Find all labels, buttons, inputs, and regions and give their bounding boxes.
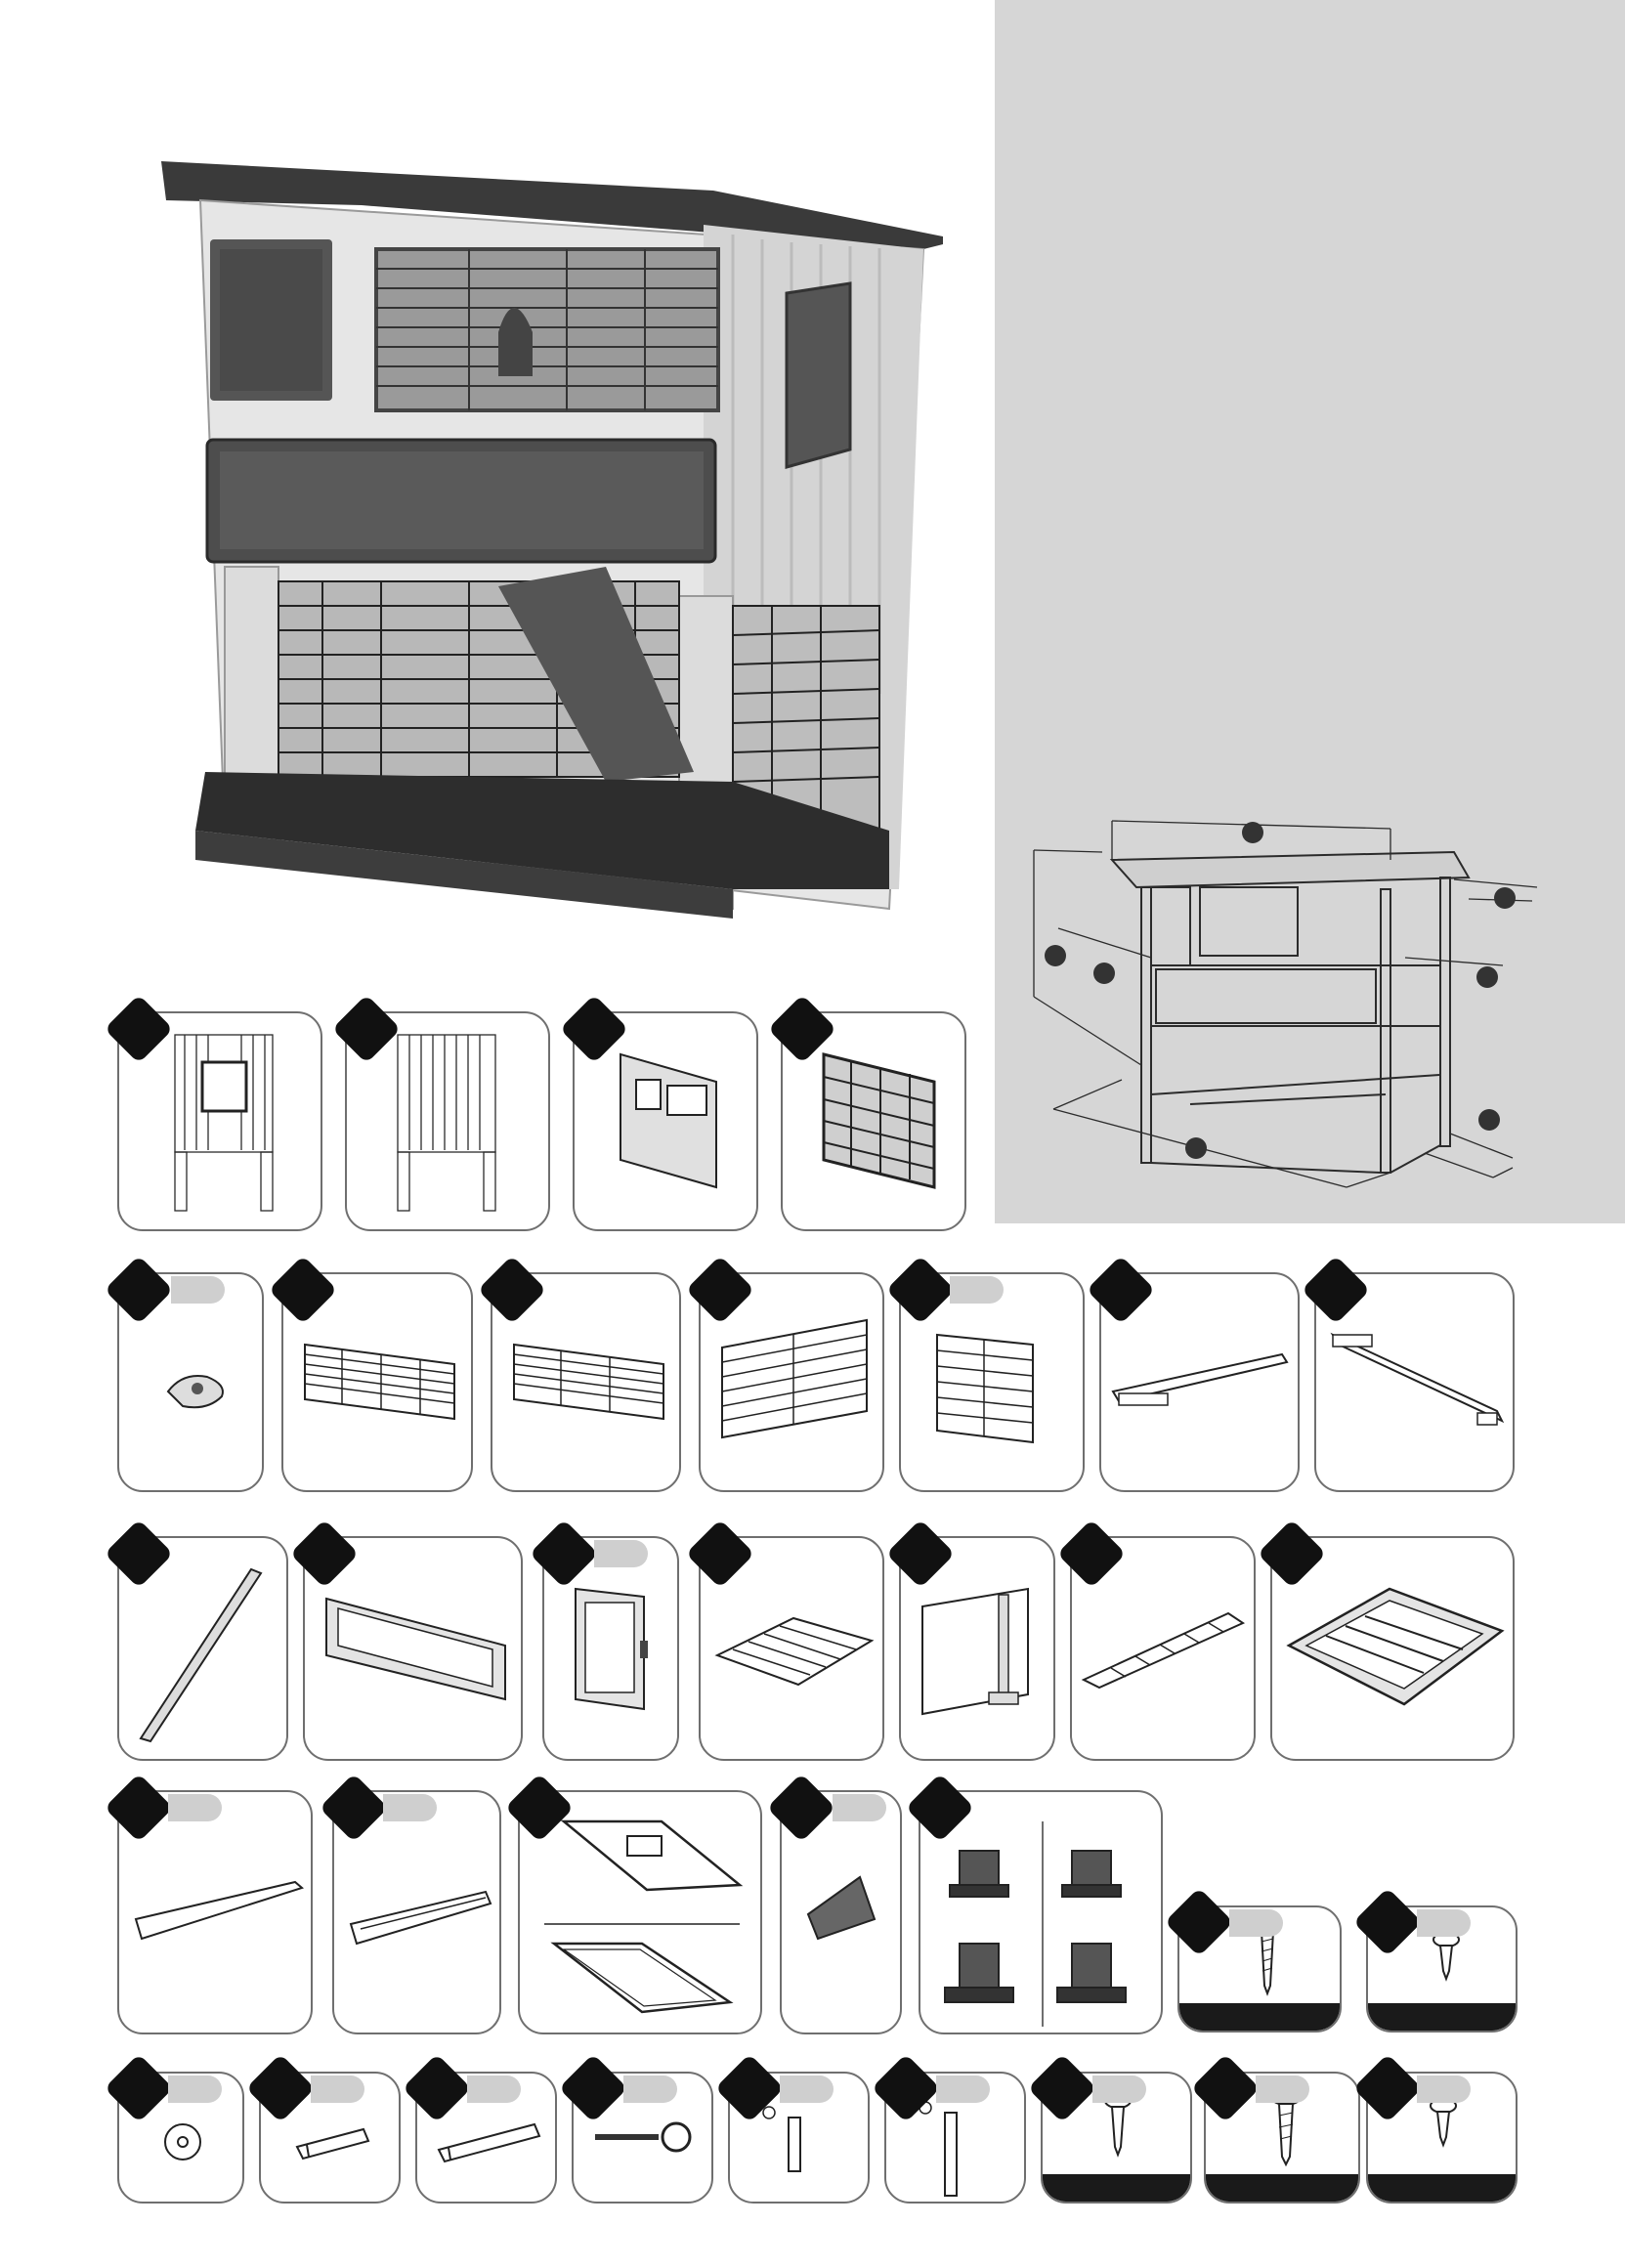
latch-clip-icon xyxy=(163,1367,232,1416)
front-profile-long-icon xyxy=(134,1880,305,1958)
pill-p34 xyxy=(1417,2075,1471,2103)
pin-long-icon xyxy=(916,2098,984,2201)
quantity-bar xyxy=(1368,2003,1516,2031)
drop-door-frame-icon xyxy=(324,1597,510,1704)
front-grid-upper-icon xyxy=(303,1343,459,1421)
side-panel-with-window-icon xyxy=(173,1033,280,1219)
side-window-door-icon xyxy=(574,1587,652,1714)
side-grid-large-icon xyxy=(720,1318,877,1440)
pill-p25 xyxy=(1417,1909,1471,1937)
support-bar-back-icon xyxy=(1331,1333,1507,1431)
corner-wedge-icon xyxy=(806,1875,879,1944)
pill-p24 xyxy=(1229,1909,1283,1937)
front-grid-panel-icon xyxy=(822,1052,939,1189)
pill-p32 xyxy=(1092,2075,1146,2103)
pill-p22 xyxy=(833,1794,886,1821)
slatted-floor-icon xyxy=(715,1616,877,1694)
pill-p28 xyxy=(467,2075,521,2103)
support-bar-front-icon xyxy=(1111,1352,1292,1411)
ramp-icon xyxy=(1082,1611,1253,1690)
front-profile-short-icon xyxy=(349,1890,495,1958)
pill-p27 xyxy=(311,2075,364,2103)
hutch-product-photo xyxy=(147,147,948,948)
pill-p20 xyxy=(383,1794,437,1821)
pill-p26 xyxy=(168,2075,222,2103)
pill-p14 xyxy=(594,1540,648,1567)
door-grid-small-icon xyxy=(935,1333,1043,1445)
pill-p05 xyxy=(171,1276,225,1304)
partition-panel-icon xyxy=(920,1587,1043,1724)
pill-p31 xyxy=(936,2075,990,2103)
foot-connectors-icon xyxy=(935,1841,1150,2027)
washer-icon xyxy=(163,2122,202,2161)
front-grid-lower-icon xyxy=(512,1343,668,1421)
pill-p09 xyxy=(950,1276,1004,1304)
small-screw-icon xyxy=(1429,2098,1458,2147)
pill-p30 xyxy=(780,2075,834,2103)
quantity-bar xyxy=(1179,2003,1340,2031)
back-panel-icon xyxy=(619,1052,726,1189)
quantity-bar xyxy=(1368,2174,1516,2202)
quantity-bar xyxy=(1206,2174,1358,2202)
side-panel-grid-icon xyxy=(396,1033,503,1219)
grid-floor-tray-icon xyxy=(1287,1587,1507,1714)
short-screw-icon xyxy=(1432,1932,1461,1981)
pill-p33 xyxy=(1256,2075,1309,2103)
pill-p29 xyxy=(623,2075,677,2103)
upper-and-lower-trays-icon xyxy=(535,1817,749,2027)
pill-p19 xyxy=(168,1794,222,1821)
pin-small-icon xyxy=(759,2103,828,2191)
small-hinge-icon xyxy=(295,2127,373,2161)
quantity-bar xyxy=(1043,2174,1190,2202)
long-hinge-icon xyxy=(437,2122,544,2166)
rod-icon xyxy=(139,1567,266,1743)
bolt-ring-icon xyxy=(593,2118,701,2157)
dimension-diagram xyxy=(995,801,1625,1212)
